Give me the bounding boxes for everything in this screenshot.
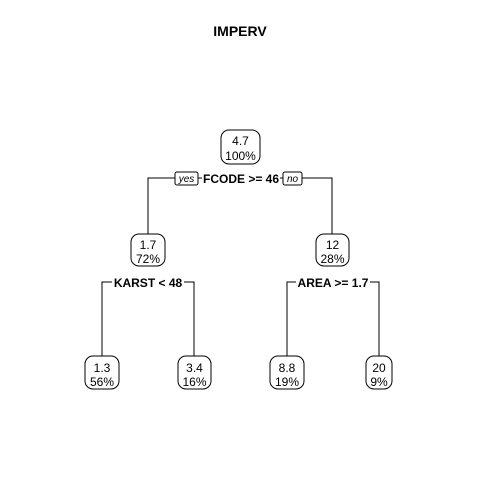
node-ll-value: 1.3	[94, 361, 111, 375]
no-label: no	[282, 171, 303, 186]
split-left-label: KARST < 48	[114, 276, 183, 290]
node-rr-value: 20	[372, 361, 386, 375]
node-rl-value: 8.8	[279, 361, 296, 375]
node-lr-percent: 16%	[182, 375, 206, 389]
node-right-left: 8.8 19%	[269, 355, 305, 390]
edge-left-left	[101, 281, 112, 356]
edge-right-right	[370, 281, 380, 356]
node-right-percent: 28%	[320, 252, 344, 266]
node-left: 1.7 72%	[130, 233, 166, 267]
node-root-value: 4.7	[232, 134, 249, 148]
node-left-value: 1.7	[140, 238, 157, 252]
split-root-label: FCODE >= 46	[203, 172, 279, 186]
node-rl-percent: 19%	[275, 375, 299, 389]
split-right-label: AREA >= 1.7	[298, 276, 369, 290]
node-lr-value: 3.4	[186, 361, 203, 375]
edge-root-right	[280, 177, 333, 238]
node-right-right: 20 9%	[365, 355, 393, 390]
node-left-right: 3.4 16%	[177, 355, 212, 390]
edge-left-right	[184, 281, 195, 356]
node-rr-percent: 9%	[370, 375, 388, 389]
node-ll-percent: 56%	[90, 375, 114, 389]
node-right: 12 28%	[315, 233, 350, 267]
node-root: 4.7 100%	[220, 129, 261, 165]
node-root-percent: 100%	[225, 149, 256, 163]
edge-right-left	[286, 281, 296, 356]
node-left-percent: 72%	[136, 252, 160, 266]
svg-text:yes: yes	[178, 174, 195, 185]
diagram-title: IMPERV	[213, 23, 267, 39]
node-right-value: 12	[326, 238, 340, 252]
svg-text:no: no	[287, 174, 299, 185]
yes-label: yes	[174, 171, 199, 186]
node-left-left: 1.3 56%	[84, 355, 120, 390]
